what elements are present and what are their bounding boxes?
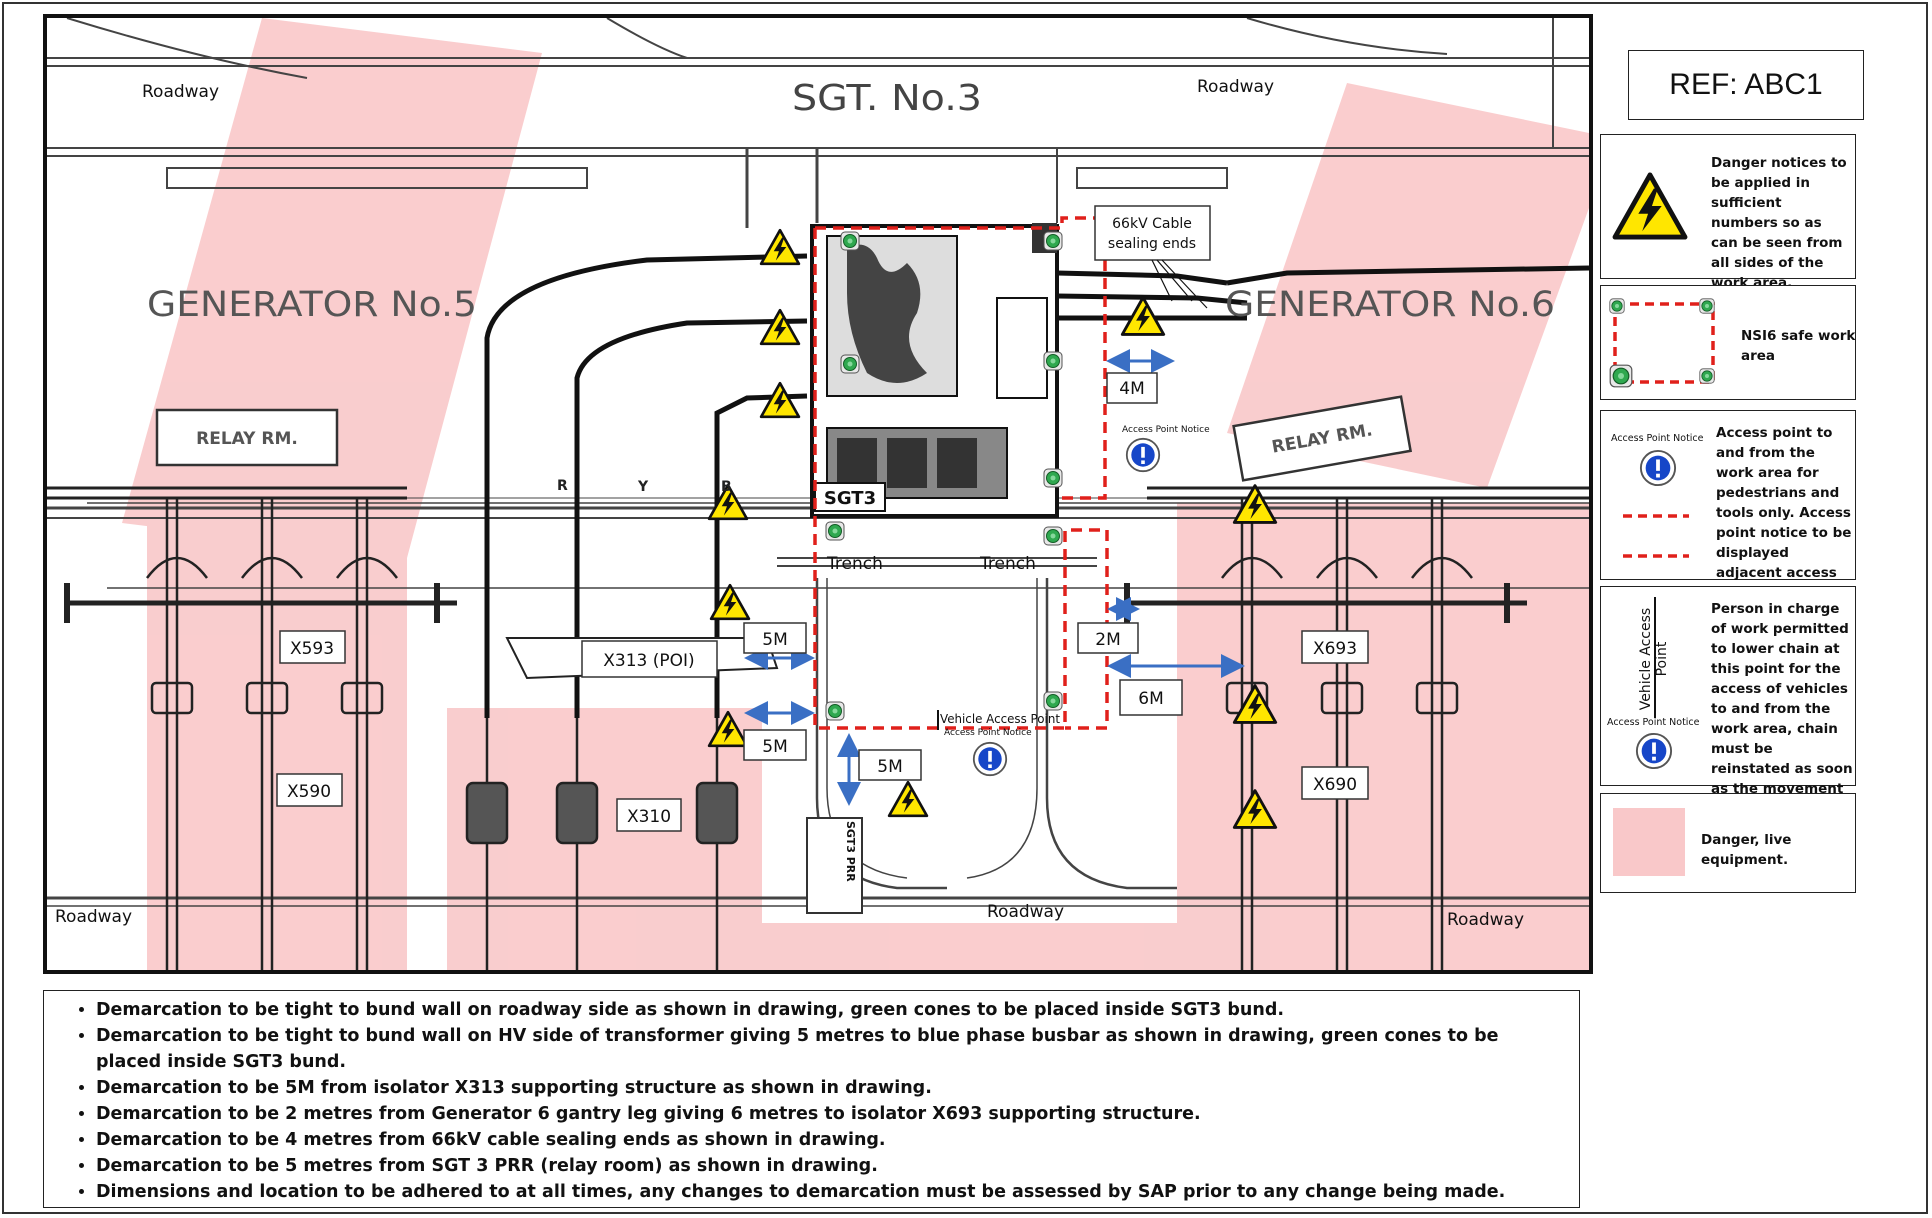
- note-item: Demarcation to be 4 metres from 66kV cab…: [96, 1127, 1569, 1153]
- relay-room-left: [155, 408, 339, 467]
- roadway-label: Roadway: [1197, 77, 1274, 97]
- trench-label: Trench: [826, 554, 883, 574]
- note-item: Demarcation to be 5M from isolator X313 …: [96, 1075, 1569, 1101]
- legend-live-text: Danger, live equipment.: [1701, 832, 1792, 868]
- isolator-x313-label: X313 (POI): [603, 651, 694, 671]
- access-point-icon: [972, 741, 1008, 777]
- sgt3-prr-label: SGT3 PRR: [844, 821, 857, 882]
- isolator-x593-label: X593: [290, 639, 334, 659]
- transformer-sgt3: SGT3: [810, 223, 1059, 518]
- dimension-2m: 2M: [1095, 630, 1120, 650]
- roadway-label: Roadway: [987, 902, 1064, 922]
- roadway-label: Roadway: [55, 907, 132, 927]
- legend-access-point: Access Point Notice Access point to and …: [1600, 410, 1856, 601]
- site-diagram: RELAY RM. RELAY RM. SGT3 SGT3 PRR: [43, 14, 1593, 974]
- note-item: Demarcation to be 2 metres from Generato…: [96, 1101, 1569, 1127]
- reference-box: REF: ABC1: [1628, 50, 1864, 120]
- legend-vehicle-access-notice-label: Access Point Notice: [1607, 717, 1700, 728]
- vehicle-access-notice-label: Access Point Notice: [944, 728, 1032, 738]
- legend-live-equipment: Danger, live equipment.: [1600, 793, 1856, 893]
- note-item: Dimensions and location to be adhered to…: [96, 1179, 1569, 1205]
- notes-panel: Demarcation to be tight to bund wall on …: [43, 990, 1580, 1208]
- isolator-x310-label: X310: [627, 807, 671, 827]
- live-zone-gen6-bay: [1177, 503, 1589, 970]
- cable-callout-box: [1094, 205, 1211, 261]
- access-point-icon: [1639, 449, 1677, 487]
- dimension-5m: 5M: [762, 630, 787, 650]
- isolator-x690-label: X690: [1313, 775, 1357, 795]
- access-point-icon: [1635, 732, 1673, 770]
- vehicle-access-point-label: Vehicle Access Point: [940, 712, 1060, 726]
- warning-triangle-icon: [887, 780, 929, 818]
- warning-triangle-icon: [1611, 171, 1689, 241]
- warning-triangle-icon: [759, 308, 801, 346]
- dimension-5m: 5M: [762, 737, 787, 757]
- live-equipment-swatch: [1613, 808, 1685, 876]
- live-zone-gen6-diagonal: [1227, 83, 1589, 488]
- access-point-notice-label: Access Point Notice: [1122, 425, 1210, 435]
- phase-b-label: B: [721, 479, 732, 495]
- callout-leaders: [1151, 259, 1208, 309]
- safe-area-swatch: [1609, 298, 1715, 388]
- phase-r-label: R: [557, 478, 568, 494]
- cone: [825, 521, 845, 541]
- isolator-x693-label: X693: [1313, 639, 1357, 659]
- sgt3-tag: SGT3: [824, 488, 876, 509]
- dimension-4m: 4M: [1119, 379, 1144, 399]
- cone: [825, 701, 845, 721]
- cable-callout-line1: 66kV Cable: [1112, 216, 1192, 232]
- legend-vehicle-access-vertical: Vehicle Access Point: [1638, 607, 1670, 711]
- legend-danger-notice-text: Danger notices to be applied in sufficie…: [1711, 155, 1847, 291]
- cone: [840, 354, 860, 374]
- warning-triangle-icon: [759, 381, 801, 419]
- cone: [1043, 468, 1063, 488]
- diagram-canvas: RELAY RM. RELAY RM. SGT3 SGT3 PRR: [47, 18, 1589, 970]
- legend-access-notice-label: Access Point Notice: [1611, 433, 1704, 444]
- access-point-icon: [1125, 437, 1161, 473]
- note-item: Demarcation to be tight to bund wall on …: [96, 997, 1569, 1023]
- dimension-5m: 5M: [877, 757, 902, 777]
- roadway-label: Roadway: [1447, 910, 1524, 930]
- dimension-arrows: [744, 349, 1245, 806]
- legend-safe-work-area: NSI6 safe work area: [1600, 285, 1856, 400]
- roadway-label: Roadway: [142, 82, 219, 102]
- cone: [840, 231, 860, 251]
- generator-5-label: GENERATOR No.5: [147, 285, 477, 325]
- cable-callout-line2: sealing ends: [1108, 236, 1196, 252]
- trench-label: Trench: [979, 554, 1036, 574]
- dimension-6m: 6M: [1138, 689, 1163, 709]
- sgt3-prr-building: [806, 817, 863, 914]
- sgt3-title: SGT. No.3: [792, 78, 982, 119]
- isolator-x590-label: X590: [287, 782, 331, 802]
- warning-triangle-icon: [759, 228, 801, 266]
- cone: [1043, 351, 1063, 371]
- cone: [1043, 231, 1063, 251]
- cone: [1043, 526, 1063, 546]
- note-item: Demarcation to be tight to bund wall on …: [96, 1023, 1569, 1075]
- safe-work-area-demarcation: [813, 216, 1109, 730]
- legend-safe-area-text: NSI6 safe work area: [1741, 328, 1856, 364]
- cone: [1043, 691, 1063, 711]
- legend-vehicle-access: Vehicle Access Point Access Point Notice…: [1600, 586, 1856, 837]
- vehicle-access-post-icon: [1654, 597, 1656, 718]
- phase-y-label: Y: [637, 479, 649, 495]
- note-item: Demarcation to be 5 metres from SGT 3 PR…: [96, 1153, 1569, 1179]
- relay-room-right: [1232, 395, 1413, 482]
- legend-danger-notice: Danger notices to be applied in sufficie…: [1600, 134, 1856, 291]
- relay-room-left-label: RELAY RM.: [196, 429, 298, 449]
- notes-list: Demarcation to be tight to bund wall on …: [54, 997, 1569, 1205]
- demarcation-line-sample: [1623, 514, 1689, 558]
- generator-6-label: GENERATOR No.6: [1225, 285, 1555, 325]
- live-zone-bottom-strip: [762, 923, 1192, 970]
- legend-access-text: Access point to and from the work area f…: [1716, 425, 1852, 601]
